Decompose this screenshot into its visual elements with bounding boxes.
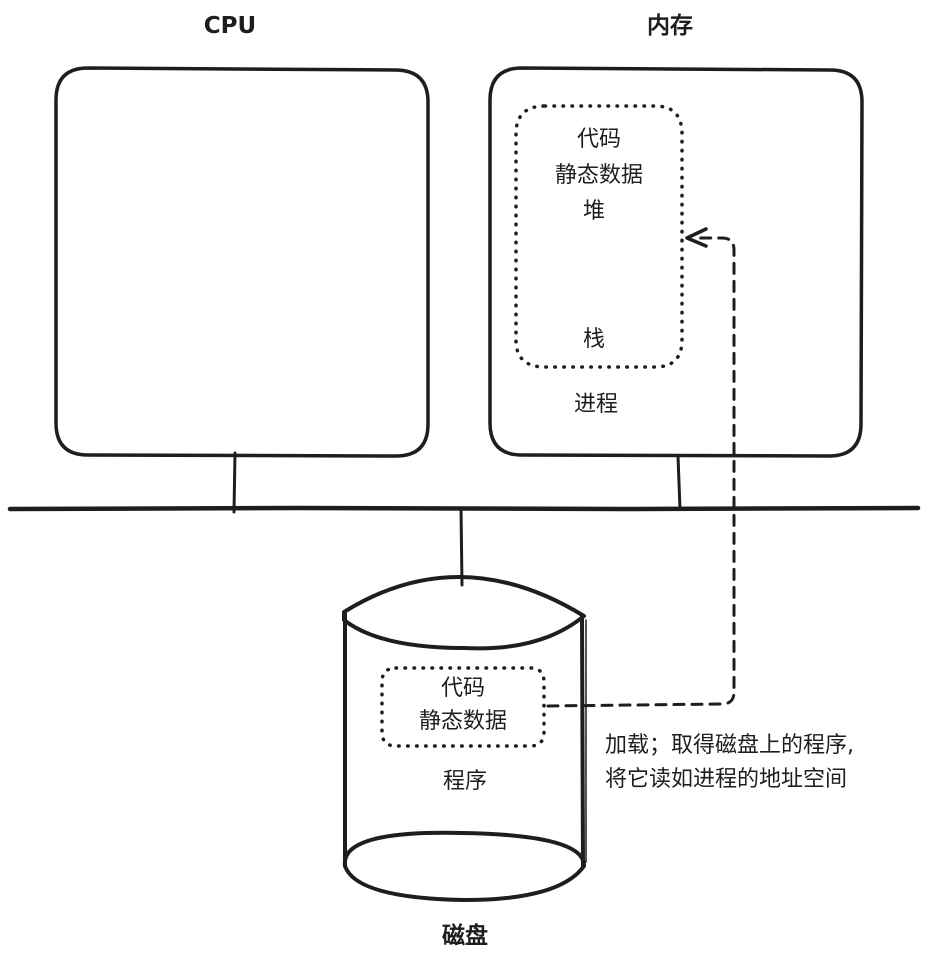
cpu-title: CPU [203, 13, 257, 39]
process-heap-label: 堆 [582, 199, 605, 224]
memory-bus-connector [676, 454, 682, 511]
arrowhead-icon [685, 227, 708, 248]
disk-title: 磁盘 [442, 923, 488, 949]
cpu-box[interactable] [54, 66, 430, 458]
memory-box[interactable] [488, 66, 864, 458]
system-bus [7, 505, 921, 512]
process-label: 进程 [573, 392, 618, 417]
load-arrow[interactable] [546, 236, 736, 708]
memory-title: 内存 [647, 13, 693, 39]
cpu-bus-connector [232, 451, 237, 514]
process-code-label: 代码 [576, 127, 621, 152]
process-stack-label: 栈 [582, 327, 605, 352]
program-code-label: 代码 [440, 676, 485, 701]
program-label: 程序 [442, 769, 487, 794]
load-annotation-line1: 加载；取得磁盘上的程序, [605, 733, 854, 758]
process-static-data-label: 静态数据 [554, 163, 643, 188]
program-static-data-label: 静态数据 [418, 709, 507, 734]
process-region[interactable] [514, 104, 684, 369]
load-annotation-line2: 将它读如进程的地址空间 [605, 767, 848, 792]
program-region[interactable] [380, 666, 546, 748]
disk-cylinder[interactable] [342, 575, 587, 902]
disk-bus-connector [459, 506, 464, 587]
